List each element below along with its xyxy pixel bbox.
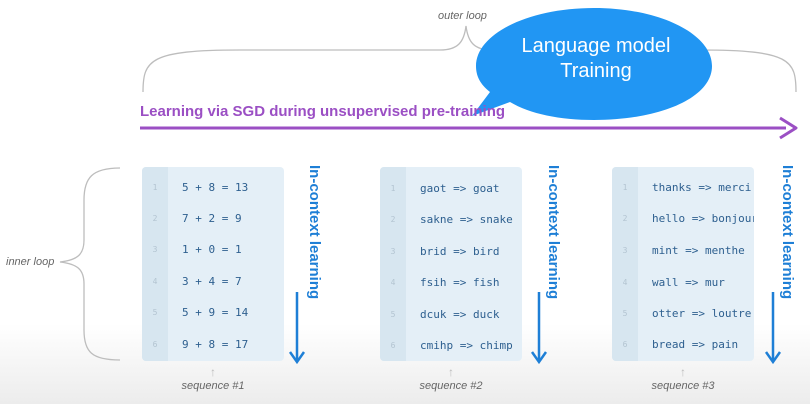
code-text: sakne => snake <box>420 213 513 226</box>
code-text: gaot => goat <box>420 182 500 195</box>
line-number: 5 <box>622 309 628 318</box>
code-line: 5 dcuk => duck <box>380 305 522 325</box>
code-text: 7 + 2 = 9 <box>182 212 242 225</box>
code-line: 4 wall => mur <box>612 273 754 293</box>
line-number: 5 <box>390 310 396 319</box>
code-text: thanks => merci <box>652 181 752 194</box>
code-text: 5 + 9 = 14 <box>182 306 249 319</box>
line-number: 1 <box>390 184 396 193</box>
up-arrow-icon: ↑ <box>210 365 216 379</box>
in-context-label-3: In-context learning <box>779 165 796 300</box>
line-number-gutter <box>380 167 406 361</box>
code-line: 6 bread => pain <box>612 335 754 355</box>
code-line: 3 1 + 0 = 1 <box>142 240 284 260</box>
bubble-line-1: Language model <box>521 35 671 57</box>
in-context-arrow-head-3 <box>764 351 782 365</box>
sequence-panel-1: 1 5 + 8 = 13 2 7 + 2 = 9 3 1 + 0 = 1 4 3 + 4… <box>142 167 284 361</box>
code-text: 5 + 8 = 13 <box>182 181 249 194</box>
sequence-label-2: sequence #2 <box>419 380 483 392</box>
in-context-arrow-head-1 <box>288 351 306 365</box>
code-text: dcuk => duck <box>420 308 500 321</box>
code-line: 1 5 + 8 = 13 <box>142 178 284 198</box>
speech-bubble <box>472 8 712 120</box>
line-number: 2 <box>152 214 158 223</box>
line-number: 3 <box>390 247 396 256</box>
sgd-label: Learning via SGD during unsupervised pre… <box>140 103 506 120</box>
sequence-label-3: sequence #3 <box>651 380 715 392</box>
line-number-gutter <box>612 167 638 361</box>
line-number: 5 <box>152 308 158 317</box>
code-line: 2 sakne => snake <box>380 210 522 230</box>
in-context-label-2: In-context learning <box>545 165 562 300</box>
code-line: 3 brid => bird <box>380 242 522 262</box>
in-context-arrow-head-2 <box>530 351 548 365</box>
code-text: fsih => fish <box>420 276 500 289</box>
line-number: 6 <box>390 341 396 350</box>
code-line: 6 cmihp => chimp <box>380 336 522 356</box>
sequence-panel-3: 1 thanks => merci 2 hello => bonjour 3 mint… <box>612 167 754 361</box>
code-line: 6 9 + 8 = 17 <box>142 335 284 355</box>
line-number: 4 <box>390 278 396 287</box>
line-number: 3 <box>622 246 628 255</box>
code-text: 3 + 4 = 7 <box>182 275 242 288</box>
outer-loop-label: outer loop <box>438 10 487 22</box>
up-arrow-icon: ↑ <box>680 365 686 379</box>
sequence-label-1: sequence #1 <box>181 380 245 392</box>
code-text: 1 + 0 = 1 <box>182 243 242 256</box>
outer-loop-brace <box>142 25 797 93</box>
code-line: 2 7 + 2 = 9 <box>142 209 284 229</box>
code-text: 9 + 8 = 17 <box>182 338 249 351</box>
line-number: 6 <box>622 340 628 349</box>
code-text: cmihp => chimp <box>420 339 513 352</box>
bubble-text: Language model Training <box>478 34 714 84</box>
inner-loop-brace <box>59 167 121 361</box>
code-line: 1 gaot => goat <box>380 179 522 199</box>
line-number: 2 <box>390 215 396 224</box>
line-number: 4 <box>152 277 158 286</box>
code-line: 3 mint => menthe <box>612 241 754 261</box>
line-number: 2 <box>622 214 628 223</box>
line-number-gutter <box>142 167 168 361</box>
code-text: hello => bonjour <box>652 212 754 225</box>
line-number: 3 <box>152 245 158 254</box>
line-number: 1 <box>622 183 628 192</box>
code-line: 4 fsih => fish <box>380 273 522 293</box>
line-number: 4 <box>622 278 628 287</box>
in-context-label-1: In-context learning <box>306 165 323 300</box>
code-line: 5 5 + 9 = 14 <box>142 303 284 323</box>
code-line: 5 otter => loutre <box>612 304 754 324</box>
inner-loop-label: inner loop <box>6 256 55 268</box>
code-text: mint => menthe <box>652 244 745 257</box>
sequence-panel-2: 1 gaot => goat 2 sakne => snake 3 brid => b… <box>380 167 522 361</box>
code-line: 4 3 + 4 = 7 <box>142 272 284 292</box>
line-number: 1 <box>152 183 158 192</box>
bubble-line-2: Training <box>560 60 632 82</box>
sgd-arrow-head <box>779 116 798 140</box>
line-number: 6 <box>152 340 158 349</box>
up-arrow-icon: ↑ <box>448 365 454 379</box>
code-line: 2 hello => bonjour <box>612 209 754 229</box>
code-text: otter => loutre <box>652 307 752 320</box>
code-text: brid => bird <box>420 245 500 258</box>
code-text: bread => pain <box>652 338 739 351</box>
code-line: 1 thanks => merci <box>612 178 754 198</box>
code-text: wall => mur <box>652 276 725 289</box>
